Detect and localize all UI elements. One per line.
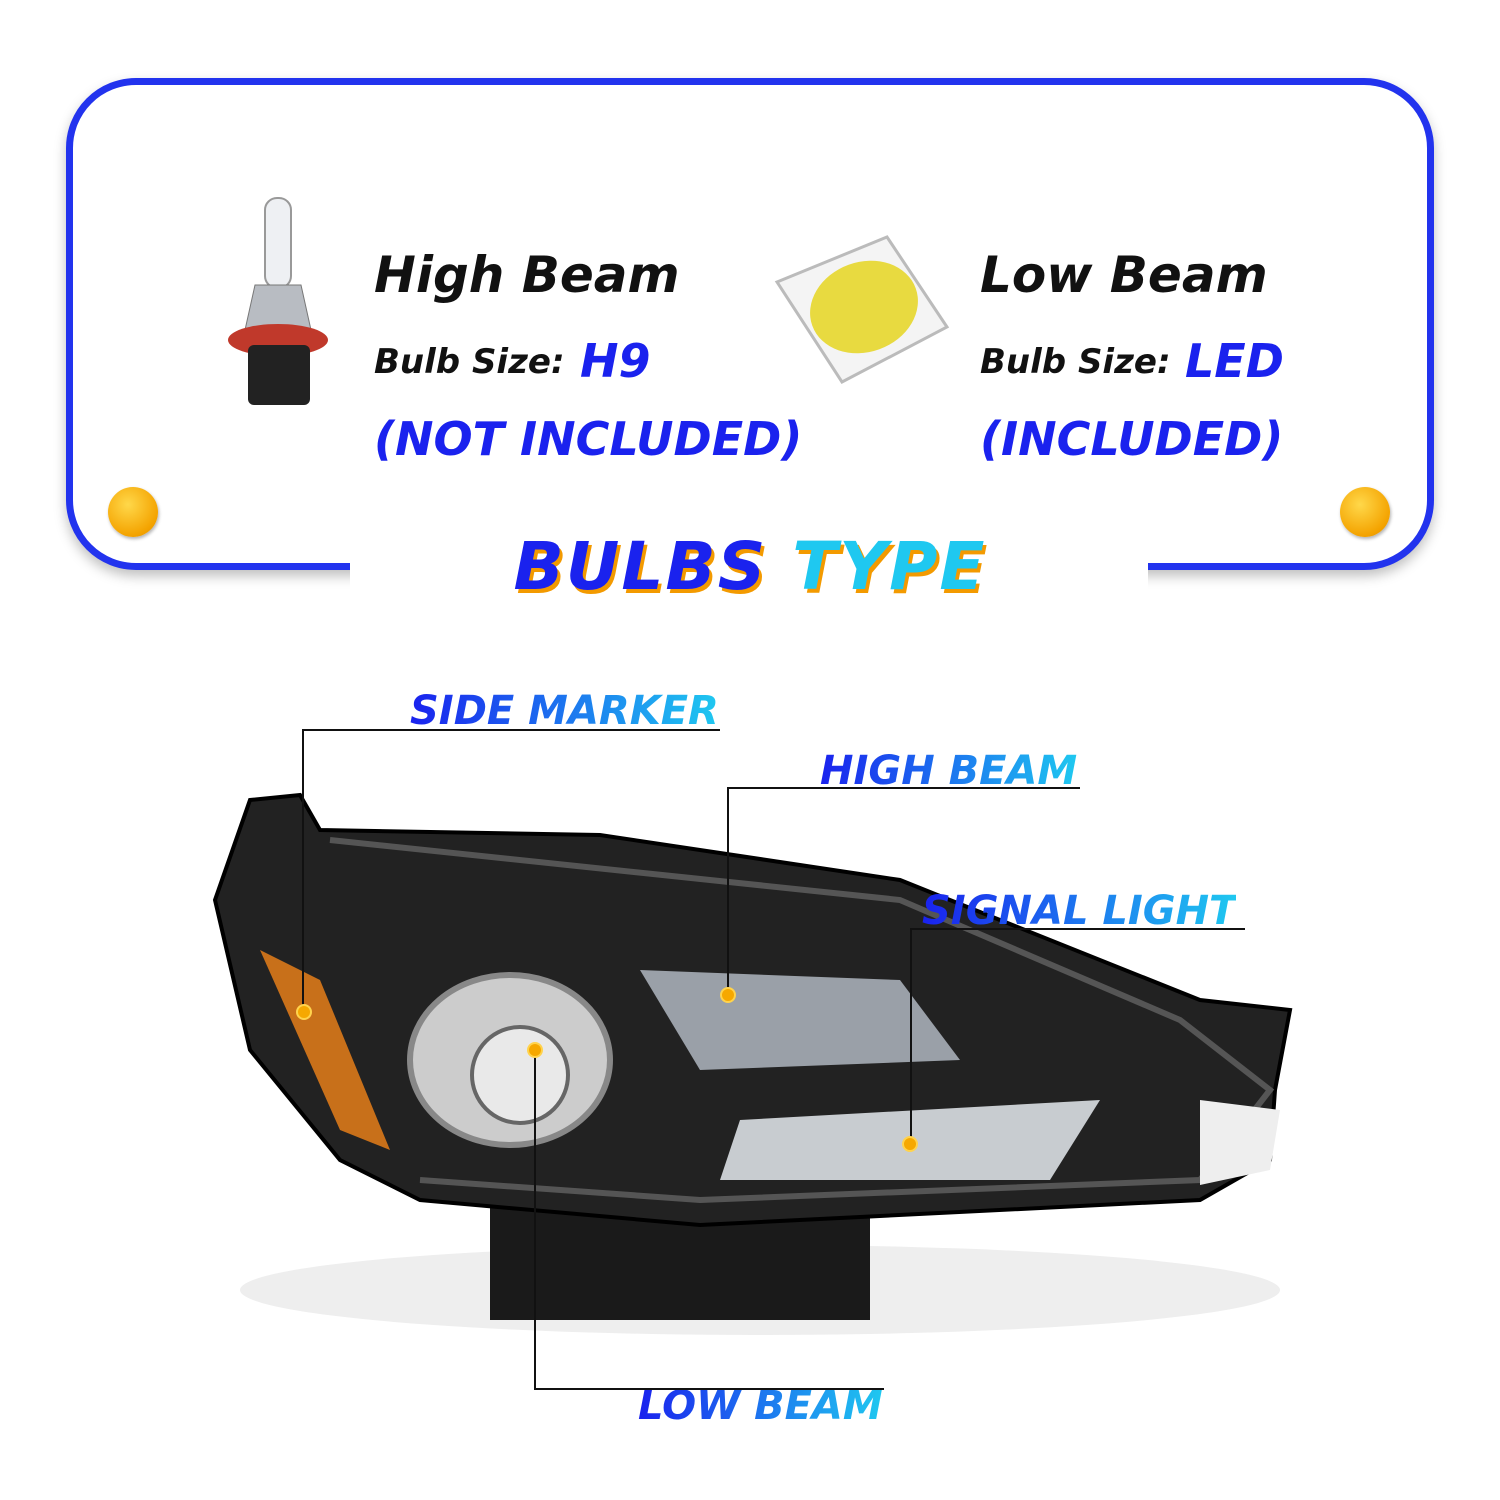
high-beam-size-label: Bulb Size:	[374, 342, 565, 382]
title-word-2: TYPE	[792, 528, 987, 605]
callout-line	[910, 928, 912, 1144]
high-beam-inclusion: (NOT INCLUDED)	[374, 412, 803, 466]
title-word-1: BULBS	[513, 528, 768, 605]
signal-light-point	[902, 1136, 918, 1152]
halogen-bulb-icon	[228, 197, 328, 405]
panel-gap	[350, 540, 1148, 600]
callout-line	[534, 1050, 536, 1390]
bulbs-type-title: BULBS TYPE	[0, 528, 1500, 605]
orange-dot-decoration	[108, 487, 158, 537]
low-beam-inclusion: (INCLUDED)	[980, 412, 1284, 466]
side-marker-point	[296, 1004, 312, 1020]
low-beam-heading: Low Beam	[980, 246, 1268, 304]
callout-line	[727, 787, 1080, 789]
low-beam-point	[527, 1042, 543, 1058]
callout-line	[727, 787, 729, 995]
led-chip-icon	[774, 235, 950, 384]
callout-line	[302, 729, 304, 1012]
callout-side-marker: SIDE MARKER	[410, 688, 719, 734]
low-beam-size-label: Bulb Size:	[980, 342, 1171, 382]
high-beam-point	[720, 987, 736, 1003]
callout-low-beam: LOW BEAM	[638, 1383, 883, 1429]
orange-dot-decoration	[1340, 487, 1390, 537]
high-beam-size-value: H9	[580, 334, 651, 388]
callout-line	[534, 1388, 884, 1390]
low-beam-size-value: LED	[1185, 334, 1284, 388]
callout-line	[910, 928, 1245, 930]
callout-high-beam: HIGH BEAM	[820, 748, 1078, 794]
callout-line	[302, 729, 720, 731]
callout-signal-light: SIGNAL LIGHT	[922, 888, 1237, 934]
high-beam-heading: High Beam	[374, 246, 680, 304]
